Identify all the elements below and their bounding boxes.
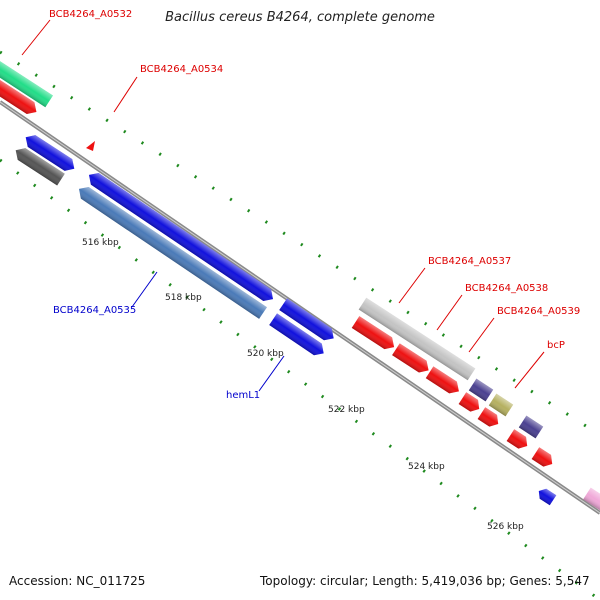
label-leader-lines [21,19,545,392]
gene-label-a0539[interactable]: BCB4264_A0539 [497,306,580,317]
gene-label-a0532[interactable]: BCB4264_A0532 [49,9,132,20]
gene-label-a0538[interactable]: BCB4264_A0538 [465,283,548,294]
tick-track-inner [0,158,600,600]
leader-a0532 [21,19,51,56]
leader-a0538 [436,294,463,331]
leader-heml1 [258,355,285,392]
gene-label-a0535[interactable]: BCB4264_A0535 [53,305,136,316]
accession-text: Accession: NC_011725 [9,574,146,588]
tick-track [0,50,600,600]
tick-label-524kbp: 524 kbp [408,462,445,472]
tick-label-516kbp: 516 kbp [82,238,119,248]
gene-label-a0537[interactable]: BCB4264_A0537 [428,256,511,267]
tick-label-522kbp: 522 kbp [328,405,365,415]
gene-features [0,57,600,513]
gene-bcb4264-a0534[interactable] [86,141,95,151]
genome-summary-text: Topology: circular; Length: 5,419,036 bp… [260,574,590,588]
genome-title: Bacillus cereus B4264, complete genome [165,10,435,25]
tick-label-526kbp: 526 kbp [487,522,524,532]
gene-label-bcp[interactable]: bcP [547,340,565,351]
leader-a0535 [131,271,158,308]
gene-labels: BCB4264_A0532 BCB4264_A0534 BCB4264_A053… [49,9,580,401]
leader-bcp [514,351,545,389]
leader-a0537 [398,267,426,304]
scale-tick-labels: 516 kbp 518 kbp 520 kbp 522 kbp 524 kbp … [82,238,524,532]
gene-label-a0534[interactable]: BCB4264_A0534 [140,64,223,75]
tick-label-518kbp: 518 kbp [165,293,202,303]
tick-label-520kbp: 520 kbp [247,349,284,359]
gene-label-heml1[interactable]: hemL1 [226,390,260,401]
leader-a0539 [468,317,495,353]
leader-a0534 [113,76,138,113]
